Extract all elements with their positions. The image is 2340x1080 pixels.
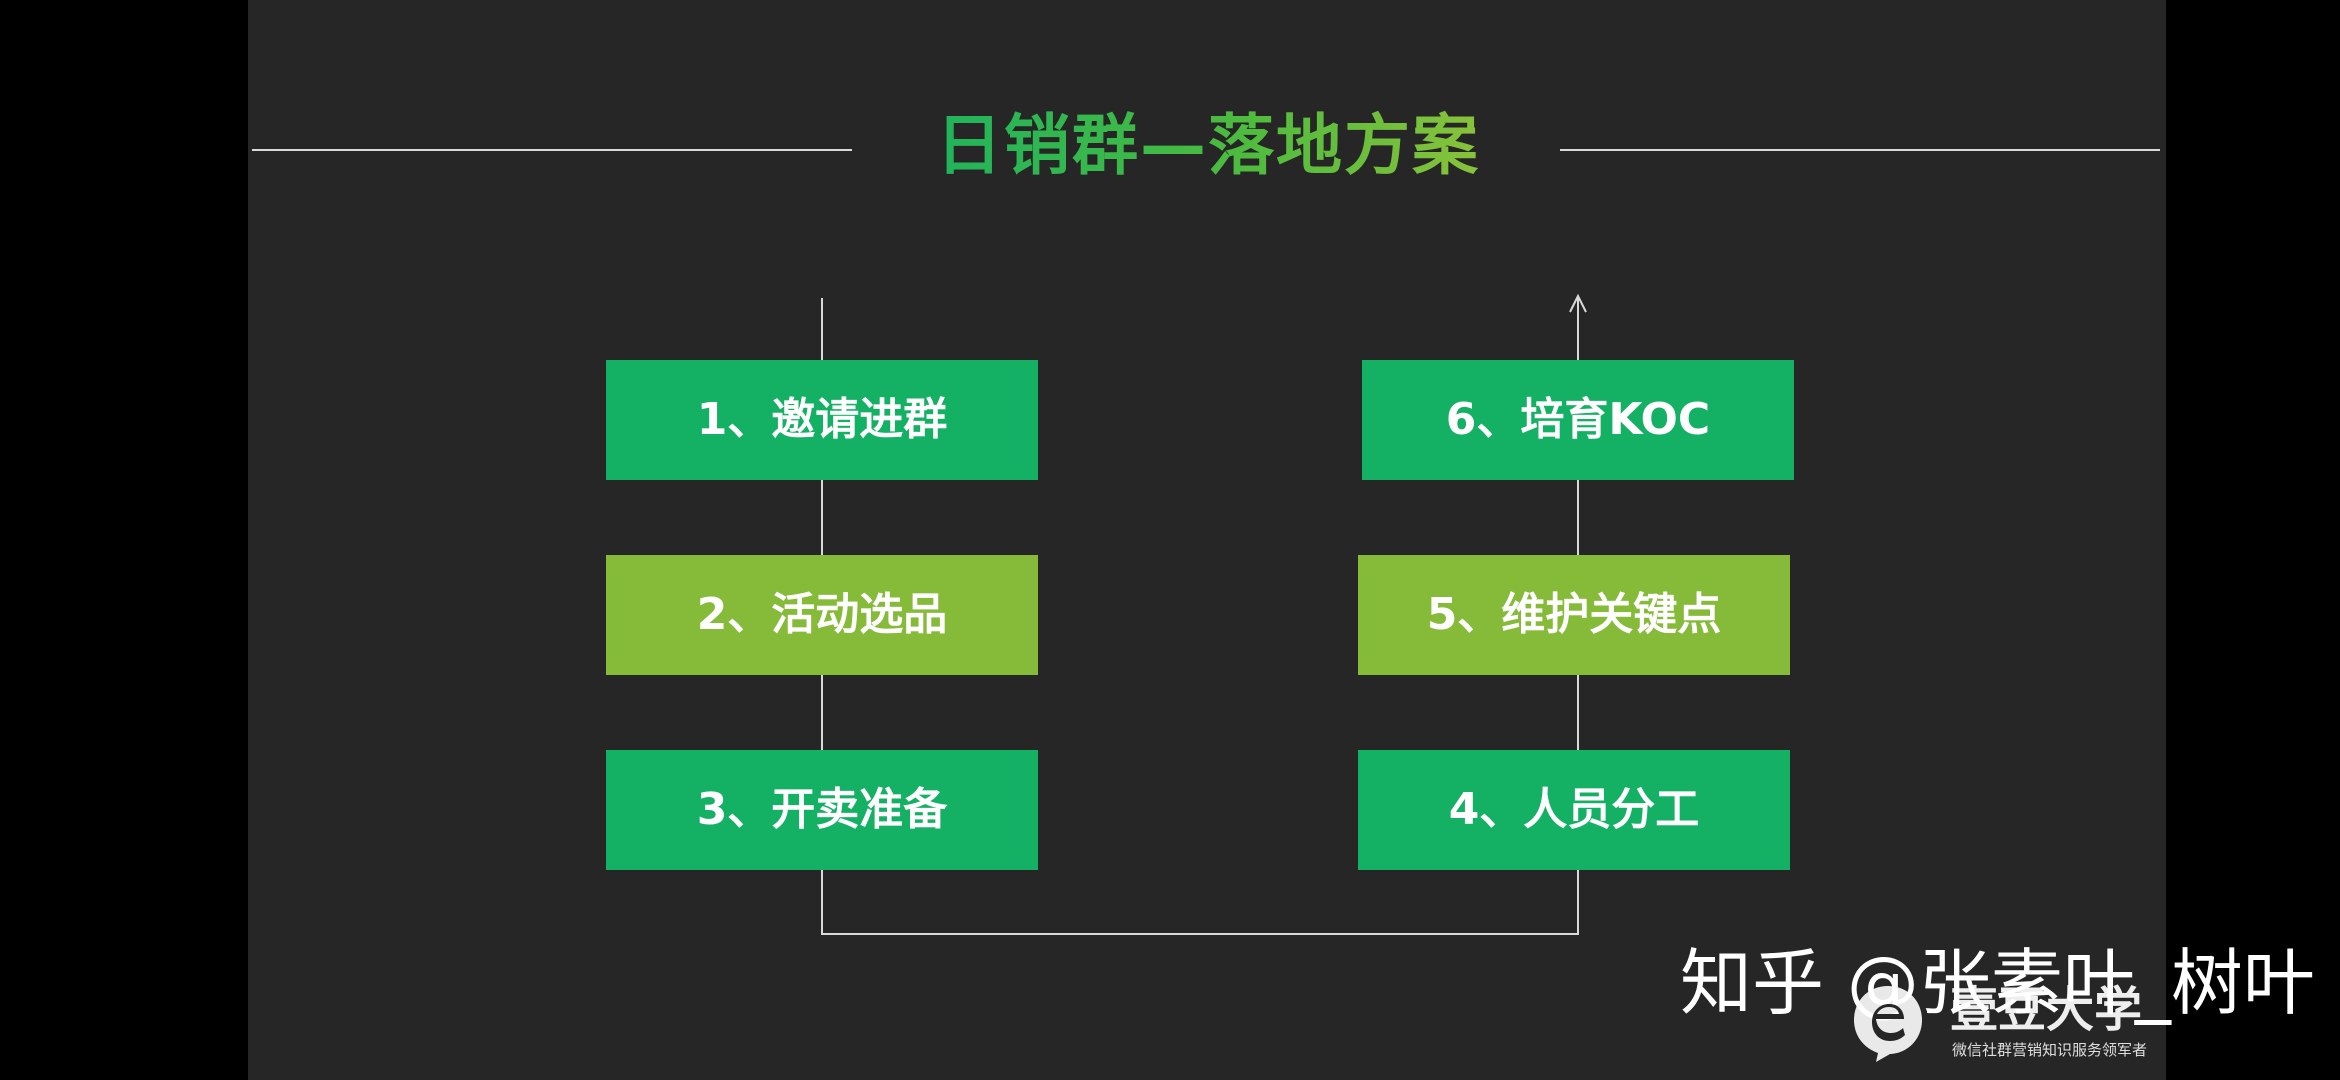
slide-title: 日销群—落地方案 — [928, 96, 1488, 196]
title-divider-left — [252, 149, 852, 151]
brand-watermark: 壹豆大学 微信社群营销知识服务领军者 — [1846, 980, 2176, 1070]
step-box-6: 6、培育KOC — [1362, 360, 1794, 480]
title-divider-right — [1560, 149, 2160, 151]
flow-arrowhead-icon — [1569, 293, 1587, 313]
step-label-2: 2、活动选品 — [696, 589, 948, 640]
step-label-1: 1、邀请进群 — [696, 394, 948, 445]
slide: 日销群—落地方案 1、邀请进群 2、活动选品 3、开卖准备 4、人员分工 5、维… — [248, 0, 2166, 1080]
step-box-2: 2、活动选品 — [606, 555, 1038, 675]
step-label-3: 3、开卖准备 — [696, 784, 948, 835]
flow-connector — [821, 293, 1587, 935]
step-box-4: 4、人员分工 — [1358, 750, 1790, 870]
step-label-4: 4、人员分工 — [1448, 784, 1700, 835]
zhihu-watermark: 知乎 @张素叶_树叶 — [1680, 941, 2315, 1025]
step-box-3: 3、开卖准备 — [606, 750, 1038, 870]
step-label-5: 5、维护关键点 — [1426, 589, 1722, 640]
brand-logo-icon — [1854, 986, 1922, 1062]
step-box-1: 1、邀请进群 — [606, 360, 1038, 480]
brand-tagline: 微信社群营销知识服务领军者 — [1952, 1041, 2148, 1059]
step-label-6: 6、培育KOC — [1445, 394, 1711, 445]
brand-name: 壹豆大学 — [1950, 982, 2143, 1038]
step-box-5: 5、维护关键点 — [1358, 555, 1790, 675]
